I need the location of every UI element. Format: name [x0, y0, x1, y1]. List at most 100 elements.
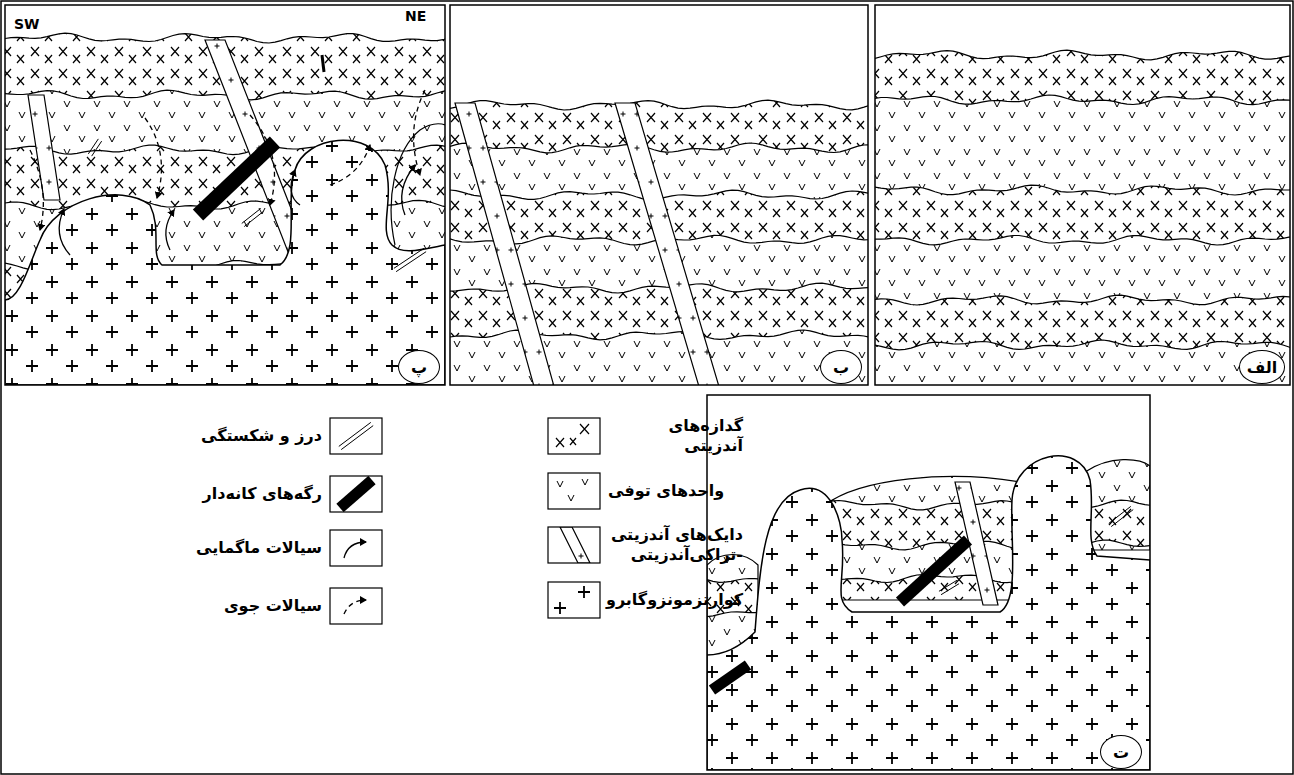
magmatic-fluid-arrow — [59, 209, 70, 255]
panel-content — [707, 435, 1150, 770]
fracture — [394, 248, 424, 268]
legend-text: دایک‌های آندزیتی -تراکی‌آندزیتی — [608, 525, 743, 565]
illustration-part — [330, 418, 382, 454]
panel-frame — [450, 5, 868, 385]
legend-text: رگه‌های کانه‌دار — [203, 484, 322, 504]
legend-box — [330, 476, 382, 512]
panel-frame — [5, 5, 445, 385]
legend-box — [330, 530, 382, 566]
legend-box — [548, 527, 600, 563]
illustration-part — [330, 530, 382, 566]
fracture — [88, 139, 98, 154]
ore-vein — [900, 540, 968, 602]
illustration-part — [557, 479, 588, 501]
legend-box — [548, 473, 600, 509]
panel-letter: ت — [1113, 743, 1129, 762]
panel-label-oval: ت — [1100, 735, 1142, 769]
illustration-part — [330, 588, 382, 624]
legend-sample-fill — [330, 476, 382, 512]
layer-boundary — [450, 330, 868, 340]
panel-letter: پ — [411, 358, 427, 377]
panel-label-oval: پ — [398, 350, 440, 384]
fracture — [339, 422, 371, 446]
layer-boundary — [875, 95, 1290, 105]
illustration-part — [548, 527, 600, 563]
illustration-part — [548, 418, 600, 454]
direction-label: SW — [14, 16, 40, 32]
illustration-part — [556, 424, 589, 447]
direction-label: NE — [405, 8, 426, 24]
legend-sample — [330, 588, 382, 624]
dike — [455, 103, 555, 385]
legend-box — [330, 418, 382, 454]
dike — [28, 95, 60, 200]
legend-sample — [548, 527, 600, 563]
legend-sample-fill — [548, 582, 600, 618]
rock-layer — [5, 90, 445, 155]
panel-letter: ب — [833, 358, 849, 377]
legend-sample — [330, 476, 382, 512]
legend-box — [548, 582, 600, 618]
illustration-part — [554, 586, 590, 614]
rock-layer — [450, 100, 868, 153]
fracture — [1109, 506, 1131, 523]
panel-frame — [707, 395, 1150, 770]
rock-layer — [450, 330, 868, 385]
ore-vein — [198, 142, 275, 215]
fracture — [92, 141, 102, 156]
panel-content — [450, 100, 868, 385]
layer-boundary — [450, 100, 868, 110]
rock-layer — [875, 340, 1290, 385]
legend-sample-fill — [330, 418, 382, 454]
illustration-part — [548, 473, 600, 509]
rock-layer — [875, 50, 1290, 104]
illustration-part — [548, 582, 600, 618]
legend-sample — [330, 418, 382, 454]
panel-label-oval: ب — [820, 350, 862, 384]
legend-sample-fill — [548, 527, 600, 563]
rock-layer — [875, 236, 1290, 306]
illustration-part — [560, 527, 590, 563]
panel-content — [875, 50, 1290, 385]
pluton — [707, 456, 1150, 770]
legend-sample — [548, 473, 600, 509]
layer-boundary — [875, 185, 1290, 195]
layer-boundary — [707, 435, 1150, 445]
layer-boundary — [450, 143, 868, 153]
meteoric-fluid-arrow — [145, 118, 161, 198]
layer-boundary — [875, 236, 1290, 246]
legend-sample-fill — [548, 473, 600, 509]
legend-box — [548, 418, 600, 454]
fracture — [242, 208, 261, 223]
illustration-part — [330, 476, 382, 512]
fracture — [341, 426, 373, 450]
legend-sample-fill — [330, 588, 382, 624]
rock-layer — [875, 185, 1290, 245]
pluton-margin — [391, 124, 445, 245]
fracture — [1111, 510, 1133, 527]
layer-boundary — [5, 145, 445, 155]
meteoric-fluid-arrow — [414, 90, 425, 175]
ore-vein — [322, 55, 324, 72]
fracture — [396, 252, 426, 272]
panel-content — [5, 33, 445, 385]
meteoric-fluid-arrow — [250, 115, 275, 205]
legend-sample-fill — [330, 530, 382, 566]
legend-text: واحدهای توفی — [608, 481, 724, 501]
legend-box — [330, 588, 382, 624]
rock-layer — [875, 295, 1290, 350]
legend-text: درز و شکستگی — [201, 426, 322, 446]
legend-text: کوارتزمونزوگابرو — [608, 590, 743, 610]
remnant-outline — [1085, 460, 1150, 550]
legend-text: سیالات جوی — [224, 596, 322, 616]
rock-layer — [875, 95, 1290, 195]
layer-boundary — [875, 340, 1290, 350]
panel-frame — [875, 5, 1290, 385]
magmatic-fluid-arrow — [291, 170, 300, 205]
meteoric-fluid-arrow — [330, 145, 370, 185]
meteoric-fluid-arrow — [30, 150, 43, 230]
legend-sample — [548, 582, 600, 618]
legend-sample — [330, 530, 382, 566]
layer-boundary — [875, 295, 1290, 305]
